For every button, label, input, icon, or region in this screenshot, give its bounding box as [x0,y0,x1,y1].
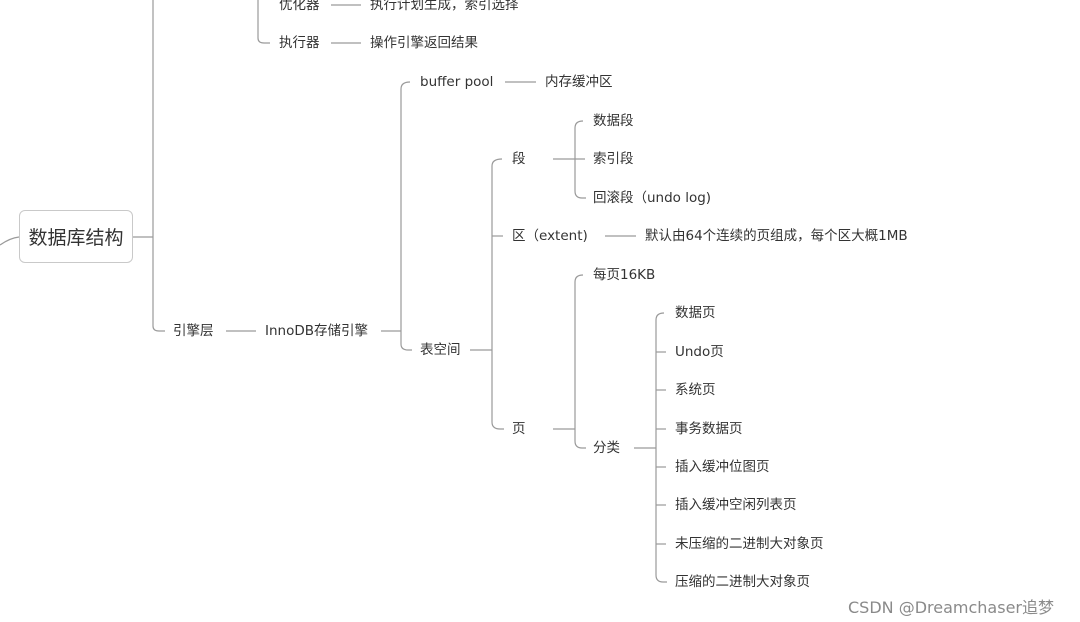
connector-category-children [655,312,667,583]
connector-segment-children [574,120,586,199]
connector-tablespace-children [491,158,504,430]
segment-node[interactable]: 段 [512,151,526,167]
executor-node[interactable]: 执行器 [279,35,320,51]
segment-item[interactable]: 回滚段（undo log) [593,190,712,206]
category-item[interactable]: 数据页 [675,305,716,321]
category-item[interactable]: 系统页 [675,382,716,398]
connector-trunk [152,0,165,332]
executor-desc-node[interactable]: 操作引擎返回结果 [370,35,478,51]
root-node[interactable]: 数据库结构 [19,210,133,263]
watermark: CSDN @Dreamchaser追梦 [848,598,1054,617]
extent-node[interactable]: 区（extent) [512,228,588,244]
buffer-pool-node[interactable]: buffer pool [420,74,494,90]
buffer-pool-desc-node[interactable]: 内存缓冲区 [545,74,613,90]
segment-item[interactable]: 数据段 [593,113,634,129]
optimizer-desc-node[interactable]: 执行计划生成，索引选择 [370,0,519,13]
connector-innodb-children [400,81,412,351]
tablespace-node[interactable]: 表空间 [420,342,461,358]
page-category-node[interactable]: 分类 [593,440,620,456]
page-node[interactable]: 页 [512,421,526,437]
optimizer-node[interactable]: 优化器 [279,0,320,13]
connector-page-children [574,274,586,449]
category-item[interactable]: 事务数据页 [675,421,743,437]
extent-desc-node[interactable]: 默认由64个连续的页组成，每个区大概1MB [645,228,908,244]
page-size-node[interactable]: 每页16KB [593,267,656,283]
connector-left-stub [0,236,20,246]
category-item[interactable]: 压缩的二进制大对象页 [675,574,810,590]
category-item[interactable]: 插入缓冲位图页 [675,459,770,475]
engine-layer-node[interactable]: 引擎层 [173,323,214,339]
category-item[interactable]: 插入缓冲空闲列表页 [675,497,797,513]
category-item[interactable]: Undo页 [675,344,724,360]
category-item[interactable]: 未压缩的二进制大对象页 [675,536,824,552]
connector-top-branch [257,0,270,44]
innodb-node[interactable]: InnoDB存储引擎 [265,323,369,339]
segment-item[interactable]: 索引段 [593,151,634,167]
